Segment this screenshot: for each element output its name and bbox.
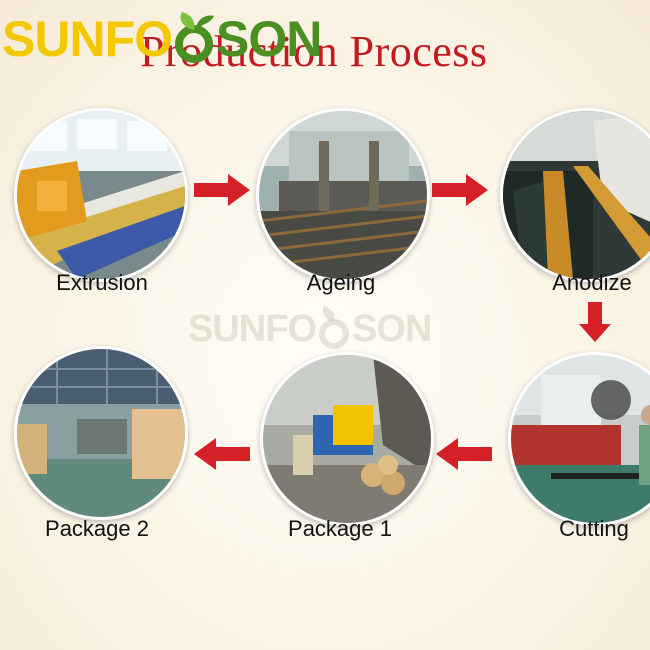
page-title: Production Process <box>140 27 488 76</box>
watermark: SUNFO SON <box>188 306 432 352</box>
arrow-icon-ageing-to-anodize <box>432 174 488 206</box>
extrusion-photo <box>14 108 188 282</box>
step-label-cutting: Cutting <box>559 516 629 541</box>
ageing-photo <box>256 108 430 282</box>
arrow-icon-package-1-to-package-2 <box>194 438 250 470</box>
anodize-photo <box>500 108 650 282</box>
cutting-photo <box>508 352 650 526</box>
step-label-package-2: Package 2 <box>45 516 149 541</box>
step-label-extrusion: Extrusion <box>56 270 148 295</box>
watermark-text-right: SON <box>352 307 432 350</box>
watermark-text-left: SUNFO <box>188 307 317 350</box>
package-1-photo <box>260 352 434 526</box>
arrow-icon-cutting-to-package-1 <box>436 438 492 470</box>
watermark-leaf-icon <box>316 306 352 352</box>
brand-logo: SUNFO SON <box>2 11 322 67</box>
logo-text-right: SON <box>216 11 322 67</box>
step-label-package-1: Package 1 <box>288 516 392 541</box>
arrow-icon-anodize-to-cutting <box>579 302 611 342</box>
logo-text-left: SUNFO <box>2 11 173 67</box>
leaf-icon <box>172 12 216 66</box>
step-label-ageing: Ageing <box>306 270 376 295</box>
arrow-icon-extrusion-to-ageing <box>194 174 250 206</box>
package-2-photo <box>14 346 188 520</box>
step-label-anodize: Anodize <box>552 270 632 295</box>
